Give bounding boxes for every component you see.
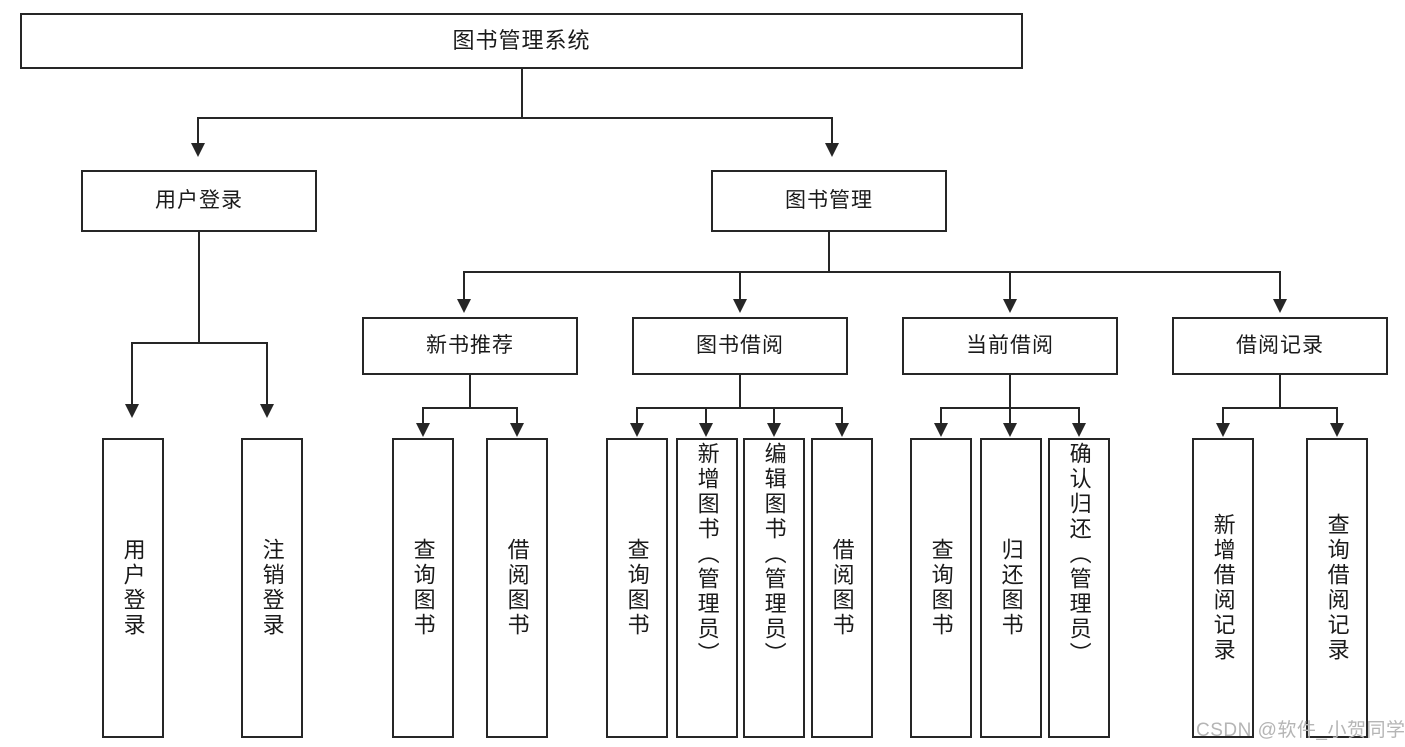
connector-bm-drop-3	[1009, 271, 1011, 301]
leaf-nbr-query-book[interactable]: 查询图书	[392, 438, 454, 738]
connector-root-to-book-management	[831, 117, 833, 145]
connector-user-login-bus	[131, 342, 267, 344]
connector-book-management-bus	[463, 271, 1281, 273]
arrowhead-leaf-bb-borrow-book	[835, 423, 849, 437]
node-label: 用户登录	[155, 188, 243, 212]
node-label: 图书管理	[785, 188, 873, 212]
arrowhead-leaf-user-login	[125, 404, 139, 418]
leaf-label: 借阅图书	[829, 538, 855, 638]
leaf-bb-edit-book[interactable]: 编辑图书（管理员）	[743, 438, 805, 738]
leaf-br-query-record[interactable]: 查询借阅记录	[1306, 438, 1368, 738]
leaf-label: 用户登录	[120, 538, 146, 638]
arrowhead-leaf-br-query-record	[1330, 423, 1344, 437]
leaf-label: 新增图书（管理员）	[694, 442, 720, 667]
connector-book-management-stem	[828, 232, 830, 272]
leaf-bb-add-book[interactable]: 新增图书（管理员）	[676, 438, 738, 738]
leaf-nbr-borrow-book[interactable]: 借阅图书	[486, 438, 548, 738]
connector-bm-drop-2	[739, 271, 741, 301]
node-current-borrow[interactable]: 当前借阅	[902, 317, 1118, 375]
connector-bb-stem	[739, 375, 741, 408]
connector-user-login-drop-1	[131, 342, 133, 406]
connector-user-login-drop-2	[266, 342, 268, 406]
connector-bb-drop-4	[841, 407, 843, 425]
connector-root-bus	[197, 117, 833, 119]
arrowhead-book-borrow	[733, 299, 747, 313]
leaf-bb-query-book[interactable]: 查询图书	[606, 438, 668, 738]
node-borrow-record[interactable]: 借阅记录	[1172, 317, 1388, 375]
node-label: 当前借阅	[966, 333, 1054, 357]
arrowhead-leaf-br-add-record	[1216, 423, 1230, 437]
arrowhead-leaf-cb-return-book	[1003, 423, 1017, 437]
arrowhead-leaf-bb-query-book	[630, 423, 644, 437]
node-user-login[interactable]: 用户登录	[81, 170, 317, 232]
connector-br-bus	[1222, 407, 1338, 409]
node-book-management[interactable]: 图书管理	[711, 170, 947, 232]
leaf-cb-query-book[interactable]: 查询图书	[910, 438, 972, 738]
connector-cb-drop-2	[1009, 407, 1011, 425]
connector-br-stem	[1279, 375, 1281, 408]
leaf-label: 查询图书	[928, 538, 954, 638]
connector-nbr-bus	[422, 407, 518, 409]
arrowhead-leaf-cb-query-book	[934, 423, 948, 437]
connector-user-login-stem	[198, 232, 200, 343]
leaf-label: 新增借阅记录	[1210, 513, 1236, 663]
arrowhead-user-login	[191, 143, 205, 157]
connector-nbr-drop-2	[516, 407, 518, 425]
node-book-management-system[interactable]: 图书管理系统	[20, 13, 1023, 69]
leaf-label: 查询图书	[624, 538, 650, 638]
connector-bb-drop-3	[773, 407, 775, 425]
arrowhead-leaf-nbr-borrow-book	[510, 423, 524, 437]
connector-bm-drop-4	[1279, 271, 1281, 301]
node-label: 新书推荐	[426, 333, 514, 357]
leaf-label: 编辑图书（管理员）	[761, 442, 787, 667]
connector-br-drop-2	[1336, 407, 1338, 425]
node-new-book-recommend[interactable]: 新书推荐	[362, 317, 578, 375]
leaf-logout[interactable]: 注销登录	[241, 438, 303, 738]
leaf-user-login[interactable]: 用户登录	[102, 438, 164, 738]
connector-root-stem	[521, 69, 523, 118]
arrowhead-book-management	[825, 143, 839, 157]
node-book-borrow[interactable]: 图书借阅	[632, 317, 848, 375]
connector-bb-drop-2	[705, 407, 707, 425]
node-label: 借阅记录	[1236, 333, 1324, 357]
connector-cb-drop-1	[940, 407, 942, 425]
connector-cb-drop-3	[1078, 407, 1080, 425]
leaf-label: 查询借阅记录	[1324, 513, 1350, 663]
connector-bb-bus	[636, 407, 843, 409]
leaf-label: 借阅图书	[504, 538, 530, 638]
arrowhead-leaf-logout	[260, 404, 274, 418]
leaf-br-add-record[interactable]: 新增借阅记录	[1192, 438, 1254, 738]
leaf-cb-return-book[interactable]: 归还图书	[980, 438, 1042, 738]
connector-br-drop-1	[1222, 407, 1224, 425]
leaf-bb-borrow-book[interactable]: 借阅图书	[811, 438, 873, 738]
connector-nbr-stem	[469, 375, 471, 408]
arrowhead-leaf-bb-add-book	[699, 423, 713, 437]
arrowhead-current-borrow	[1003, 299, 1017, 313]
connector-nbr-drop-1	[422, 407, 424, 425]
arrowhead-leaf-cb-confirm-return	[1072, 423, 1086, 437]
arrowhead-borrow-record	[1273, 299, 1287, 313]
node-label: 图书借阅	[696, 333, 784, 357]
leaf-label: 归还图书	[998, 538, 1024, 638]
leaf-cb-confirm-return[interactable]: 确认归还（管理员）	[1048, 438, 1110, 738]
arrowhead-leaf-bb-edit-book	[767, 423, 781, 437]
connector-bm-drop-1	[463, 271, 465, 301]
leaf-label: 确认归还（管理员）	[1066, 442, 1092, 667]
node-label: 图书管理系统	[452, 28, 591, 54]
arrowhead-new-book-recommend	[457, 299, 471, 313]
connector-bb-drop-1	[636, 407, 638, 425]
connector-root-to-user-login	[197, 117, 199, 145]
leaf-label: 注销登录	[259, 538, 285, 638]
arrowhead-leaf-nbr-query-book	[416, 423, 430, 437]
connector-cb-stem	[1009, 375, 1011, 408]
leaf-label: 查询图书	[410, 538, 436, 638]
